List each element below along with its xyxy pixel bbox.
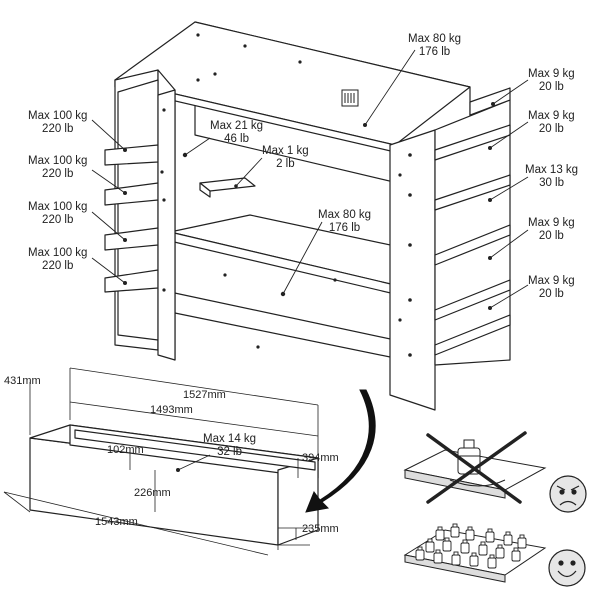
right-end-panel <box>389 129 436 411</box>
ladder-step-kg: Max 100 kg <box>28 155 88 167</box>
weight-icon <box>425 538 435 553</box>
weight-icon <box>503 531 513 546</box>
bottom-bunk-load-label: Max 80 kg 176 lb <box>318 209 371 235</box>
shelf-top-kg: Max 21 kg <box>210 120 264 132</box>
weight-icon <box>511 547 521 562</box>
side-shelf-load-label: Max 9 kg 20 lb <box>528 217 575 243</box>
drawer-inner-top-length-dim: 1527mm <box>183 389 226 401</box>
side-shelf-load-label: Max 13 kg 30 lb <box>525 164 578 190</box>
ladder-step-lb: 220 lb <box>42 260 74 272</box>
drawer-kg: Max 14 kg <box>203 433 257 445</box>
weight-icon <box>478 541 488 556</box>
top-bunk-lb: 176 lb <box>418 46 451 58</box>
drawer-depth-dim: 431mm <box>4 375 41 387</box>
weight-icon <box>517 534 527 549</box>
side-shelf-kg: Max 9 kg <box>528 217 575 229</box>
ladder-post <box>157 89 176 361</box>
drawer-outer-length-dim: 1543mm <box>95 516 138 528</box>
shelf-top-load-label: Max 21 kg 46 lb <box>210 120 263 146</box>
side-shelf-kg: Max 9 kg <box>528 275 575 287</box>
weight-icon <box>485 528 495 543</box>
drawer-outer-height-dim: 235mm <box>302 523 339 535</box>
top-bunk-kg: Max 80 kg <box>408 33 462 45</box>
bottom-bunk-kg: Max 80 kg <box>318 209 372 221</box>
weight-icon <box>465 526 475 541</box>
shelf-top-lb: 46 lb <box>224 133 249 145</box>
side-shelf-lb: 20 lb <box>538 230 564 242</box>
ladder-step-kg: Max 100 kg <box>28 201 88 213</box>
weight-icon <box>495 544 505 559</box>
weight-icon <box>450 523 460 538</box>
weight-icon <box>442 537 452 552</box>
small-shelf-kg: Max 1 kg <box>262 145 309 157</box>
ladder-step-load-label: Max 100 kg 220 lb <box>28 201 87 227</box>
weight-icon <box>435 526 445 541</box>
drawer-load-label: Max 14 kg 32 lb <box>203 433 256 459</box>
small-shelf-load-label: Max 1 kg 2 lb <box>262 145 309 171</box>
side-shelf-lb: 20 lb <box>538 123 564 135</box>
curved-arrow <box>305 389 376 513</box>
drawer-lb: 32 lb <box>217 446 242 458</box>
side-shelf-kg: Max 9 kg <box>528 110 575 122</box>
ladder-step-kg: Max 100 kg <box>28 247 88 259</box>
weight-icon <box>469 552 479 567</box>
weight-icon <box>433 549 443 564</box>
drawer-side-depth-dim: 394mm <box>302 452 339 464</box>
right-load-example <box>403 529 547 583</box>
weight-icon <box>415 546 425 561</box>
weight-icon <box>487 554 497 569</box>
ladder-step-load-label: Max 100 kg 220 lb <box>28 247 87 273</box>
side-shelf-load-label: Max 9 kg 20 lb <box>528 275 575 301</box>
cross-mark <box>426 431 527 504</box>
drawer-front-height-dim: 226mm <box>134 487 171 499</box>
happy-face-icon <box>548 549 586 587</box>
drawer-inner-height-dim: 102mm <box>107 444 144 456</box>
side-shelf-lb: 20 lb <box>538 81 564 93</box>
ladder-step-lb: 220 lb <box>42 123 74 135</box>
weight-icon <box>460 539 470 554</box>
angry-face-icon <box>549 475 587 513</box>
side-shelf-load-label: Max 9 kg 20 lb <box>528 68 575 94</box>
side-shelf-kg: Max 13 kg <box>525 164 579 176</box>
side-shelf-load-label: Max 9 kg 20 lb <box>528 110 575 136</box>
ladder-step-load-label: Max 100 kg 220 lb <box>28 110 87 136</box>
side-shelf-lb: 20 lb <box>538 288 564 300</box>
top-bunk-load-label: Max 80 kg 176 lb <box>408 33 461 59</box>
ladder-step-load-label: Max 100 kg 220 lb <box>28 155 87 181</box>
bottom-bunk-lb: 176 lb <box>328 222 361 234</box>
drawer-inner-length-dim: 1493mm <box>150 404 193 416</box>
weight-icon <box>451 551 461 566</box>
side-shelf-lb: 30 lb <box>539 177 564 189</box>
ladder-step-kg: Max 100 kg <box>28 110 88 122</box>
small-shelf-lb: 2 lb <box>276 158 295 170</box>
ladder-step-lb: 220 lb <box>42 214 74 226</box>
vent-grille <box>341 89 359 107</box>
side-shelf-kg: Max 9 kg <box>528 68 575 80</box>
ladder-step-lb: 220 lb <box>42 168 74 180</box>
